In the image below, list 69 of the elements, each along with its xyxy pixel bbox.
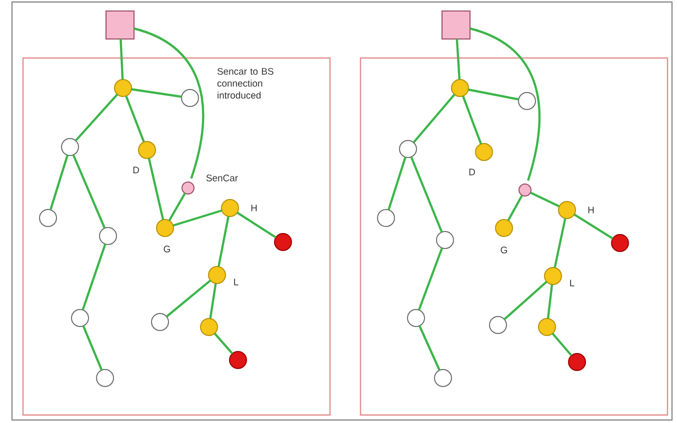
connection-line — [166, 280, 212, 318]
sensor-node-circle — [611, 234, 629, 252]
connection-line — [507, 194, 524, 222]
panel-frame — [22, 57, 331, 416]
connection-line — [236, 212, 276, 238]
sensor-node-circle — [407, 309, 425, 327]
connection-line — [125, 96, 145, 142]
connection-line — [218, 216, 230, 267]
sensor-node-circle — [274, 233, 292, 251]
connection-line — [504, 280, 548, 320]
node-label: D — [133, 166, 139, 174]
sensor-node-circle — [538, 318, 556, 336]
sensor-node-circle — [399, 140, 417, 158]
base-station-square — [106, 10, 134, 40]
sensor-node-circle — [96, 369, 114, 387]
connection-line — [574, 214, 614, 240]
connection-line — [74, 94, 118, 142]
connection-line — [470, 27, 540, 181]
sensor-node-circle — [114, 79, 132, 97]
connection-line — [148, 158, 164, 220]
sensor-node-circle — [99, 227, 117, 245]
node-label: D — [469, 168, 475, 176]
sensor-node-circle — [377, 209, 395, 227]
sensor-node-circle — [436, 231, 454, 249]
node-label: H — [588, 206, 594, 214]
sensor-node-circle — [39, 209, 57, 227]
connection-line — [468, 88, 519, 100]
sensor-node-circle — [518, 92, 536, 110]
connection-line — [546, 284, 554, 319]
node-label: H — [251, 204, 257, 212]
connection-line — [418, 325, 441, 371]
sensor-node-circle — [489, 316, 507, 334]
connection-line — [72, 154, 106, 229]
annotation-text: Sencar to BS connection introduced — [217, 68, 274, 99]
connection-line — [134, 27, 204, 179]
connection-line — [456, 38, 461, 80]
sensor-node-circle — [568, 353, 586, 371]
sensor-node-circle — [151, 313, 169, 331]
sensor-node-circle — [200, 318, 218, 336]
connection-line — [552, 332, 572, 356]
connection-line — [82, 244, 106, 310]
connection-line — [554, 218, 566, 268]
connection-line — [49, 154, 69, 210]
connection-line — [214, 332, 234, 354]
sensor-node-circle — [61, 138, 79, 156]
connection-line — [168, 192, 186, 222]
node-label: L — [570, 280, 574, 286]
connection-line — [418, 248, 444, 310]
connection-line — [388, 156, 406, 210]
sensor-node-circle — [229, 351, 247, 369]
base-station-square — [442, 10, 470, 40]
sensor-node-circle — [71, 309, 89, 327]
panel-frame — [360, 57, 668, 416]
node-label: L — [234, 278, 238, 286]
connection-line — [530, 192, 560, 208]
connection-line — [120, 38, 124, 80]
node-label: G — [500, 246, 507, 254]
connection-line — [82, 325, 103, 371]
connection-line — [462, 96, 482, 144]
node-label: G — [164, 246, 170, 252]
connection-line — [172, 209, 222, 227]
connection-line — [131, 88, 182, 98]
sensor-node-circle — [434, 369, 452, 387]
sensor-node-circle — [181, 89, 199, 107]
node-label: SenCar — [206, 174, 238, 182]
connection-line — [410, 156, 443, 233]
connection-line — [209, 283, 217, 319]
sensor-node-circle — [451, 79, 469, 97]
connection-line — [412, 94, 456, 144]
